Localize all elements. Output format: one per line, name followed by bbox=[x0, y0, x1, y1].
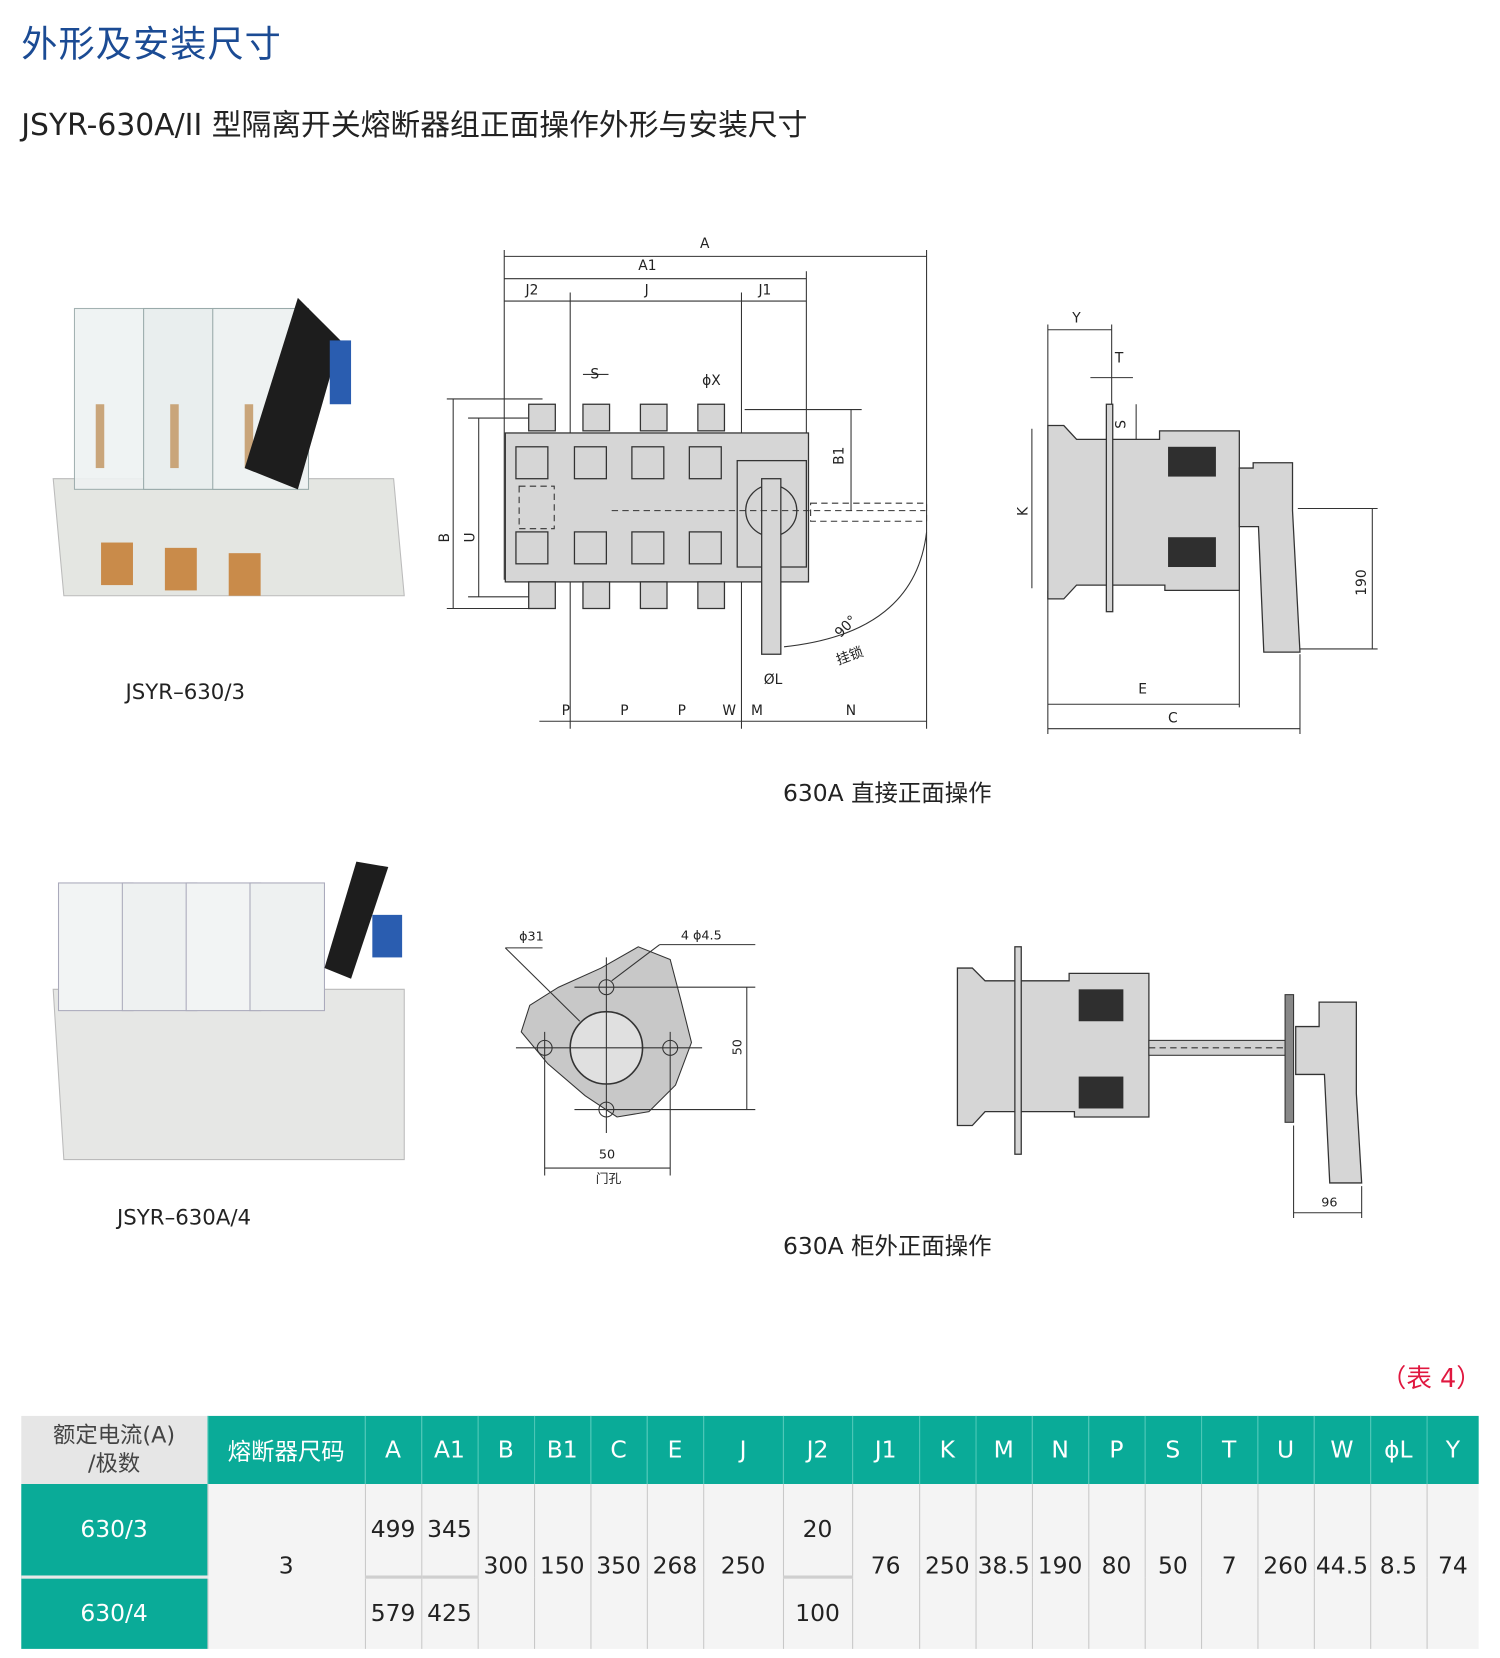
handle-icon bbox=[244, 297, 341, 490]
dim-label-S: S bbox=[1114, 420, 1130, 429]
cell-J1: 76 bbox=[851, 1484, 920, 1649]
door-hole-label: 门孔 bbox=[596, 1172, 622, 1187]
header-T: T bbox=[1200, 1415, 1258, 1485]
door-hole-drawing: ϕ31 4 ϕ4.5 50 50 门孔 bbox=[504, 928, 756, 1187]
cell-K: 250 bbox=[918, 1484, 976, 1649]
cell-fuse: 3 bbox=[206, 1484, 365, 1649]
row-model: 630/3 bbox=[21, 1484, 208, 1579]
cell-A1: 345 bbox=[420, 1484, 478, 1579]
dim-label-P: P bbox=[678, 703, 686, 719]
cell-A: 499 bbox=[364, 1484, 422, 1579]
header-U: U bbox=[1256, 1415, 1314, 1485]
dim-label-A: A bbox=[700, 236, 710, 252]
header-B1: B1 bbox=[533, 1415, 591, 1485]
dim-label-N: N bbox=[846, 703, 856, 719]
dim-label-J2: J2 bbox=[525, 283, 539, 299]
dim-label-phiL: ØL bbox=[764, 672, 783, 688]
header-rated-current: 额定电流(A)/极数 bbox=[21, 1415, 208, 1485]
dim-label-Y: Y bbox=[1071, 310, 1081, 326]
cell-B: 300 bbox=[477, 1484, 535, 1649]
header-K: K bbox=[918, 1415, 976, 1485]
dimension-table: 额定电流(A)/极数 熔断器尺码 A A1 B B1 C E J J2 J1 K… bbox=[21, 1415, 1479, 1649]
header-N: N bbox=[1031, 1415, 1089, 1485]
product1-label: JSYR–630/3 bbox=[125, 678, 246, 705]
dim-label-B: B bbox=[437, 533, 453, 542]
dim-label-J1: J1 bbox=[757, 283, 771, 299]
header-J: J bbox=[702, 1415, 783, 1485]
header-C: C bbox=[589, 1415, 647, 1485]
header-fuse-size: 熔断器尺码 bbox=[206, 1415, 365, 1485]
cell-C: 350 bbox=[589, 1484, 647, 1649]
dim-label-S: S bbox=[590, 367, 599, 383]
header-A: A bbox=[364, 1415, 422, 1485]
cell-B1: 150 bbox=[533, 1484, 591, 1649]
front-view-drawing: A A1 J2 J J1 S ϕX B1 B U 90° 挂锁 ØL P P P… bbox=[437, 236, 928, 729]
dim-label-C: C bbox=[1168, 710, 1178, 726]
dim-label-A1: A1 bbox=[638, 258, 656, 274]
cell-J2: 100 bbox=[782, 1577, 853, 1649]
table-number: （表 4） bbox=[1380, 1363, 1482, 1394]
dim-label-M: M bbox=[751, 703, 763, 719]
dim-label-P: P bbox=[562, 703, 570, 719]
dim-label-holes: 4 ϕ4.5 bbox=[681, 928, 722, 943]
cell-J2: 20 bbox=[782, 1484, 853, 1579]
product2-label: JSYR–630A/4 bbox=[117, 1204, 252, 1230]
header-Y: Y bbox=[1426, 1415, 1479, 1485]
cell-S: 50 bbox=[1144, 1484, 1202, 1649]
header-W: W bbox=[1313, 1415, 1371, 1485]
caption-external-operation: 630A 柜外正面操作 bbox=[782, 1234, 992, 1261]
dim-label-96: 96 bbox=[1321, 1195, 1337, 1210]
side-view-drawing: Y T S K 190 E C bbox=[1016, 310, 1378, 735]
dim-label-190: 190 bbox=[1354, 569, 1370, 595]
dim-label-T: T bbox=[1114, 351, 1124, 367]
cell-U: 260 bbox=[1256, 1484, 1314, 1649]
dim-label-U: U bbox=[462, 532, 478, 542]
dim-label-phiX: ϕX bbox=[702, 373, 721, 389]
dim-label-J: J bbox=[644, 283, 649, 299]
cell-T: 7 bbox=[1200, 1484, 1258, 1649]
cell-N: 190 bbox=[1031, 1484, 1089, 1649]
dim-label-W: W bbox=[722, 703, 736, 719]
header-J1: J1 bbox=[851, 1415, 920, 1485]
header-E: E bbox=[646, 1415, 704, 1485]
cell-P: 80 bbox=[1087, 1484, 1145, 1649]
product-photo-4pole bbox=[52, 861, 405, 1161]
dim-label-B1: B1 bbox=[832, 447, 848, 465]
cell-A1: 425 bbox=[420, 1577, 478, 1649]
cell-J: 250 bbox=[702, 1484, 783, 1649]
dim-label-E: E bbox=[1138, 682, 1147, 698]
header-S: S bbox=[1144, 1415, 1202, 1485]
table-header-row: 额定电流(A)/极数 熔断器尺码 A A1 B B1 C E J J2 J1 K… bbox=[21, 1415, 1479, 1485]
padlock-label: 挂锁 bbox=[834, 644, 866, 669]
header-M: M bbox=[974, 1415, 1032, 1485]
dim-label-K: K bbox=[1016, 506, 1032, 516]
header-P: P bbox=[1087, 1415, 1145, 1485]
cell-Y: 74 bbox=[1426, 1484, 1479, 1649]
cell-M: 38.5 bbox=[974, 1484, 1032, 1649]
dim-label-P: P bbox=[620, 703, 628, 719]
cell-W: 44.5 bbox=[1313, 1484, 1371, 1649]
section-subtitle: JSYR-630A/II 型隔离开关熔断器组正面操作外形与安装尺寸 bbox=[21, 107, 808, 143]
table-row: 630/3 3 499 345 300 150 350 268 250 20 7… bbox=[21, 1484, 1479, 1649]
caption-direct-operation: 630A 直接正面操作 bbox=[782, 780, 992, 808]
header-A1: A1 bbox=[420, 1415, 478, 1485]
cell-E: 268 bbox=[646, 1484, 704, 1649]
row-model: 630/4 bbox=[21, 1577, 208, 1649]
cell-phiL: 8.5 bbox=[1369, 1484, 1427, 1649]
header-B: B bbox=[477, 1415, 535, 1485]
dim-label-vertical-50: 50 bbox=[730, 1039, 745, 1055]
handle-icon bbox=[324, 861, 389, 979]
header-J2: J2 bbox=[782, 1415, 853, 1485]
page-title: 外形及安装尺寸 bbox=[21, 23, 282, 66]
cell-A: 579 bbox=[364, 1577, 422, 1649]
table-row: 630/4 579 425 100 bbox=[21, 1577, 1478, 1649]
external-operation-drawing: 96 bbox=[956, 946, 1363, 1219]
product-photo-3pole bbox=[52, 297, 405, 597]
dim-label-phi31: ϕ31 bbox=[519, 929, 544, 944]
dim-label-horizontal-50: 50 bbox=[599, 1147, 615, 1162]
header-phiL: ϕL bbox=[1369, 1415, 1427, 1485]
